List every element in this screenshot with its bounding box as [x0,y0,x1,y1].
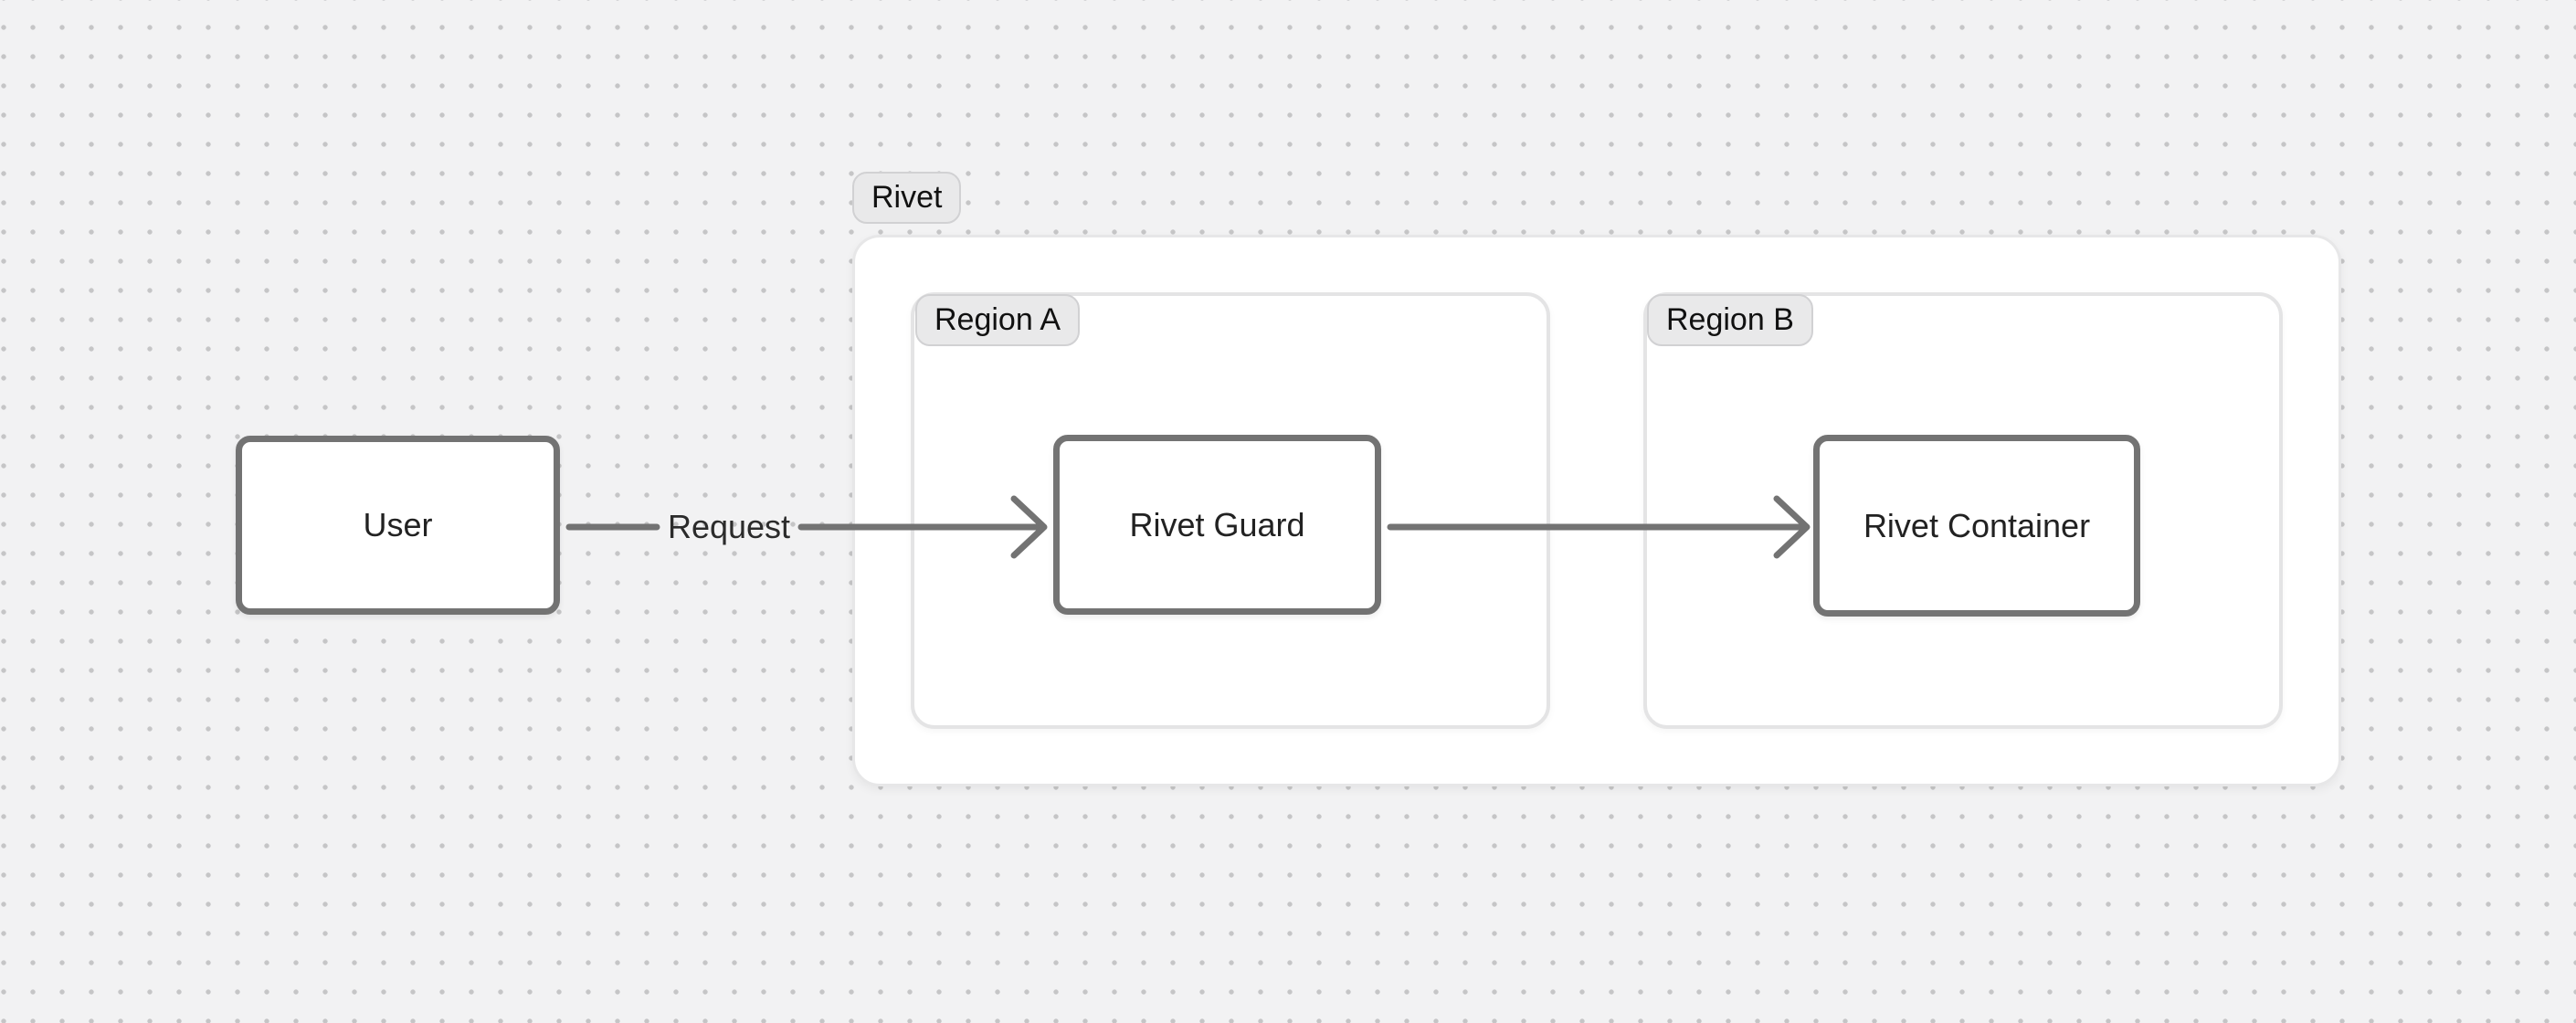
node-user[interactable]: User [236,436,560,615]
node-rivet-guard-label: Rivet Guard [1129,505,1305,543]
group-region-b-label: Region B [1647,294,1813,346]
node-rivet-guard[interactable]: Rivet Guard [1053,435,1381,615]
group-rivet-label: Rivet [852,172,962,224]
group-region-a-label: Region A [915,294,1080,346]
node-rivet-container-label: Rivet Container [1863,506,2091,544]
edge-label-request: Request [667,508,791,545]
node-rivet-container[interactable]: Rivet Container [1813,435,2140,617]
node-user-label: User [363,506,433,543]
